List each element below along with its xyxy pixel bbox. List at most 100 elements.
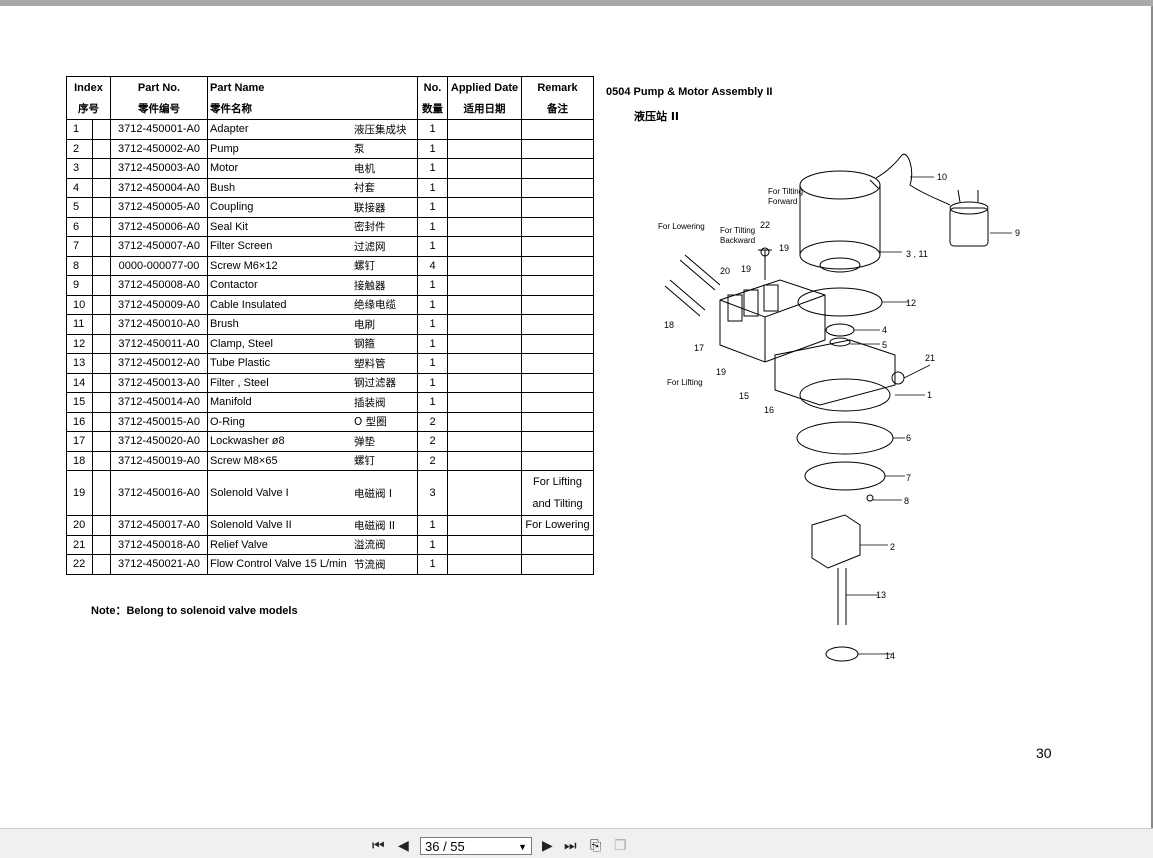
row-index: 15 — [66, 392, 93, 413]
header-qty-cn: 数量 — [417, 98, 448, 120]
label-tilting-backward-2: Backward — [720, 236, 755, 245]
row-part-name-cn: 电磁阀 I — [352, 470, 418, 516]
row-applied-date — [447, 138, 522, 159]
header-part-no: Part No. — [110, 76, 208, 98]
callout-6: 6 — [906, 433, 911, 443]
header-index-cn: 序号 — [66, 98, 111, 120]
parts-table: Index Part No. Part Name No. Applied Dat… — [66, 76, 594, 575]
row-applied-date — [447, 177, 522, 198]
row-applied-date — [447, 431, 522, 452]
last-page-icon[interactable]: ⏭ — [564, 837, 577, 853]
row-blank — [92, 119, 111, 140]
next-page-icon[interactable]: ▶ — [542, 837, 553, 853]
row-remark — [521, 372, 594, 393]
row-index: 9 — [66, 275, 93, 296]
row-index: 11 — [66, 314, 93, 335]
row-qty: 1 — [417, 197, 448, 218]
callout-5: 5 — [882, 340, 887, 350]
row-applied-date — [447, 255, 522, 276]
callout-13: 13 — [876, 590, 886, 600]
row-part-name-cn: 过滤网 — [352, 236, 418, 257]
row-part-no: 3712-450011-A0 — [110, 333, 208, 354]
row-part-no: 3712-450008-A0 — [110, 275, 208, 296]
row-remark — [521, 534, 594, 555]
row-part-name: Brush — [207, 314, 352, 335]
row-qty: 4 — [417, 255, 448, 276]
row-qty: 1 — [417, 216, 448, 237]
row-applied-date — [447, 333, 522, 354]
first-page-icon[interactable]: ⏮ — [372, 837, 385, 853]
row-blank — [92, 294, 111, 315]
seal-drawing — [796, 421, 894, 455]
ring-drawing — [825, 646, 859, 662]
exploded-assembly-diagram: For Tilting Forward For Tilting Backward… — [658, 153, 1020, 662]
row-applied-date — [447, 392, 522, 413]
leader-lines — [846, 176, 1012, 655]
callout-12: 12 — [906, 298, 916, 308]
row-remark — [521, 314, 594, 335]
row-part-no: 3712-450014-A0 — [110, 392, 208, 413]
row-qty: 1 — [417, 138, 448, 159]
copy-page-icon[interactable]: ❐ — [614, 837, 627, 853]
row-blank — [92, 515, 111, 536]
row-part-no: 3712-450005-A0 — [110, 197, 208, 218]
label-tilting-forward-2: Forward — [768, 197, 797, 206]
row-index: 18 — [66, 450, 93, 471]
row-part-name-cn: 钢箍 — [352, 333, 418, 354]
assembly-subtitle: 液压站 II — [634, 110, 680, 123]
row-index: 13 — [66, 353, 93, 374]
valve-block-drawing — [719, 247, 826, 363]
row-part-name: Filter , Steel — [207, 372, 352, 393]
row-part-no: 3712-450013-A0 — [110, 372, 208, 393]
row-part-name-cn: 联接器 — [352, 197, 418, 218]
row-part-name-cn: 电刷 — [352, 314, 418, 335]
row-part-name: Clamp, Steel — [207, 333, 352, 354]
row-applied-date — [447, 450, 522, 471]
row-part-name-cn: 液压集成块 — [352, 119, 418, 140]
callout-1: 1 — [927, 390, 932, 400]
page-selector[interactable]: 36 / 55 ▼ — [420, 837, 532, 855]
contactor-drawing — [949, 189, 989, 247]
row-blank — [92, 353, 111, 374]
row-qty: 1 — [417, 353, 448, 374]
row-remark — [521, 119, 594, 140]
callout-14: 14 — [885, 651, 895, 661]
callout-16: 16 — [764, 405, 774, 415]
row-remark — [521, 255, 594, 276]
row-part-name: Bush — [207, 177, 352, 198]
row-index: 10 — [66, 294, 93, 315]
callout-18: 18 — [664, 320, 674, 330]
row-part-name: Solenold Valve I — [207, 470, 352, 516]
row-qty: 1 — [417, 554, 448, 575]
header-part-name-cn: 零件名称 — [207, 98, 418, 120]
row-qty: 1 — [417, 236, 448, 257]
screw-m8-drawing-2 — [679, 254, 721, 291]
row-blank — [92, 372, 111, 393]
previous-page-icon[interactable]: ◀ — [398, 837, 409, 853]
row-remark-line2: and Tilting — [532, 498, 583, 510]
row-remark — [521, 392, 594, 413]
row-part-name-cn: 接触器 — [352, 275, 418, 296]
row-part-name-cn: 螺钉 — [352, 255, 418, 276]
row-part-name: Contactor — [207, 275, 352, 296]
row-part-no: 3712-450012-A0 — [110, 353, 208, 374]
row-qty: 1 — [417, 314, 448, 335]
row-remark — [521, 216, 594, 237]
row-part-name-cn: 绝缘电缆 — [352, 294, 418, 315]
row-applied-date — [447, 353, 522, 374]
export-page-icon[interactable]: ⎘ — [590, 837, 602, 853]
clamp-drawing — [797, 287, 883, 317]
callout-10: 10 — [937, 172, 947, 182]
row-part-name-cn: 密封件 — [352, 216, 418, 237]
row-index: 20 — [66, 515, 93, 536]
label-tilting-forward-1: For Tilting — [768, 187, 803, 196]
row-index: 8 — [66, 255, 93, 276]
header-applied-date-cn: 适用日期 — [447, 98, 522, 120]
